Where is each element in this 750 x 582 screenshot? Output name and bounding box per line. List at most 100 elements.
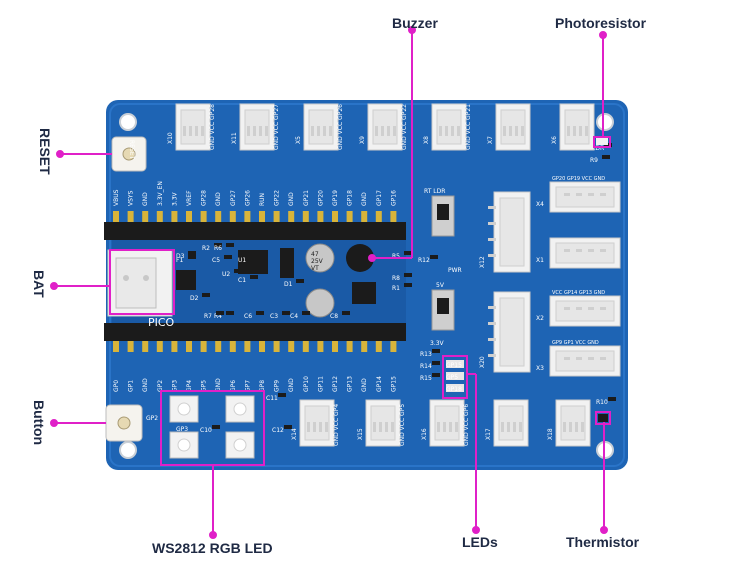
grove-pin: [391, 422, 394, 432]
component-label: R4: [214, 313, 222, 320]
grove-pin: [189, 126, 192, 136]
grove-pin: [567, 126, 570, 136]
grove-pin: [576, 249, 582, 252]
gold-pin: [127, 341, 134, 352]
component-label: R6: [214, 245, 222, 252]
connector-pins: GND VCC GP26: [337, 104, 344, 150]
connector-id: X2: [536, 315, 544, 322]
gold-pin: [171, 341, 178, 352]
led-label-3: GP18: [446, 386, 462, 393]
pin-label: GND: [215, 378, 222, 392]
grove-pin: [265, 126, 268, 136]
ws2812-leds: [169, 395, 255, 459]
grove-pin: [311, 126, 314, 136]
callout-thermistor: Thermistor: [566, 534, 640, 550]
component-label: R15: [420, 375, 432, 382]
connector-pins: GND VCC GP28: [209, 104, 216, 150]
grove-pin: [564, 357, 570, 360]
pin-label: 3.3V_EN: [157, 181, 164, 206]
gold-pin: [288, 341, 295, 352]
pwr-silk: PWR: [448, 267, 462, 274]
grove-pin: [488, 306, 496, 309]
smd-part: [432, 373, 440, 377]
cap-text-2: 25V: [311, 258, 324, 265]
pin-label: GP27: [230, 190, 237, 206]
connector-pins: VCC GP14 GP13 GND: [552, 290, 605, 296]
grove-pin: [307, 422, 310, 432]
callout-leds: LEDs: [462, 534, 498, 550]
connector-pins: GND VCC GP22: [401, 104, 408, 150]
grove-pin: [569, 422, 572, 432]
pin-label: GP20: [317, 190, 324, 206]
pin-label: GP12: [332, 376, 339, 392]
smd-part: [226, 311, 234, 315]
pin-label: GP13: [347, 376, 354, 392]
component-label: C10: [200, 427, 212, 434]
smd-part: [188, 255, 196, 259]
component-label: U1: [238, 257, 246, 264]
connector-id: X14: [291, 428, 298, 440]
connector-id: X6: [551, 136, 558, 144]
pin-label: VSYS: [128, 190, 135, 206]
callout-ws2812: WS2812 RGB LED: [152, 540, 273, 556]
connector-id: X12: [479, 256, 486, 268]
led-label-2: GP5: [446, 374, 458, 381]
gold-pin: [346, 211, 353, 222]
grove-pin: [588, 193, 594, 196]
gold-pin: [273, 211, 280, 222]
33v-silk: 3.3V: [430, 340, 445, 347]
callout-photoresistor: Photoresistor: [555, 15, 647, 31]
grove-pin: [600, 357, 606, 360]
grove-pin: [519, 422, 522, 432]
smd-part: [432, 361, 440, 365]
gold-pin: [317, 211, 324, 222]
pin-label: RUN: [259, 193, 266, 206]
reset-silk: RESET: [128, 140, 135, 160]
grove-pin: [313, 422, 316, 432]
grove-pin: [319, 422, 322, 432]
gold-pin: [215, 341, 222, 352]
grove-pin: [439, 126, 442, 136]
grove-pin: [329, 126, 332, 136]
grove-pin: [449, 422, 452, 432]
grove-pin: [488, 338, 496, 341]
pin-label: GND: [361, 192, 368, 206]
smd-part: [214, 243, 222, 247]
pin-label: GP8: [259, 380, 266, 392]
pin-label: GND: [142, 192, 149, 206]
pico-label: PICO: [148, 316, 175, 329]
grove-pin: [600, 193, 606, 196]
connector-id: X17: [485, 428, 492, 440]
grove-pin: [253, 126, 256, 136]
gold-pin: [113, 341, 119, 352]
gold-pin: [259, 211, 265, 222]
grove-connector-inner: [555, 350, 615, 372]
grove-pin: [379, 422, 382, 432]
gold-pin: [229, 211, 236, 222]
grove-pin: [437, 422, 440, 432]
connector-id: X9: [359, 136, 366, 144]
grove-pin: [375, 126, 378, 136]
pin-label: GND: [361, 378, 368, 392]
component-label: R8: [392, 275, 400, 282]
pin-label: GP17: [376, 190, 383, 206]
component-label: R13: [420, 351, 432, 358]
pin-label: GP6: [230, 380, 237, 392]
pin-label: GP21: [303, 190, 310, 206]
grove-pin: [576, 307, 582, 310]
pin-label: GP14: [376, 376, 383, 392]
grove-pin: [588, 249, 594, 252]
smd-part: [404, 283, 412, 287]
led-label-1: GP15: [446, 362, 462, 369]
grove-pin: [564, 307, 570, 310]
grove-pin: [564, 193, 570, 196]
component-label: R9: [590, 157, 598, 164]
gp3-silk: GP3: [176, 426, 188, 433]
pin-label: GP1: [128, 380, 135, 392]
5v-silk: 5V: [436, 282, 445, 289]
grove-pin: [451, 126, 454, 136]
component-label: C5: [212, 257, 220, 264]
component-label: R2: [202, 245, 210, 252]
